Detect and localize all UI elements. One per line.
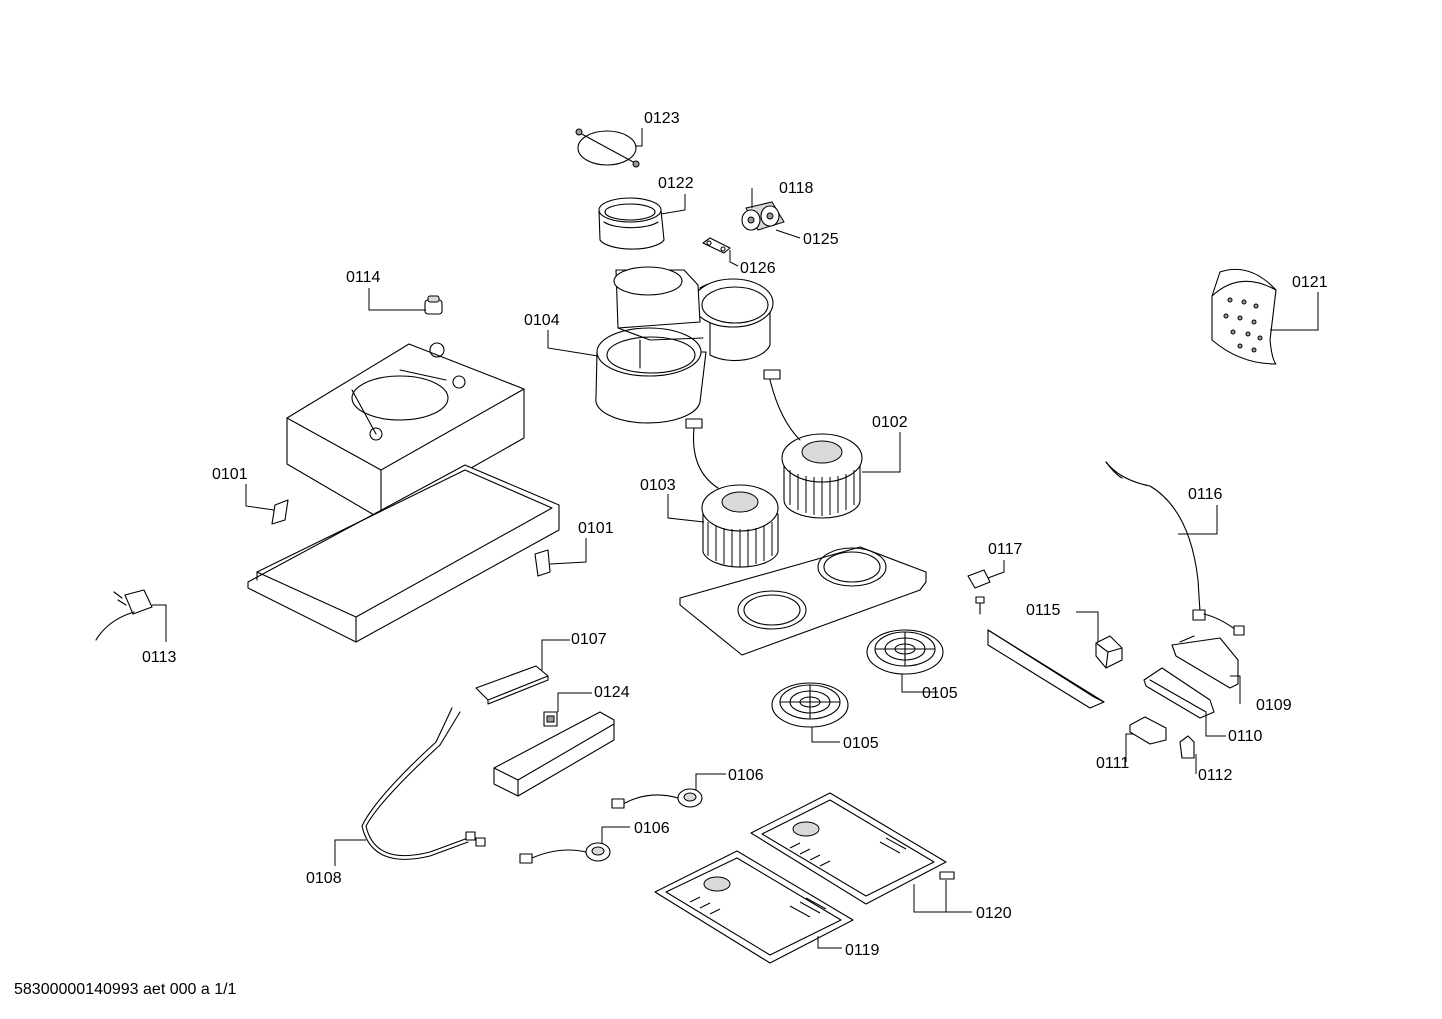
label-0105-lower: 0105 <box>843 735 879 752</box>
part-control-bar <box>987 629 1105 709</box>
part-0101-clip-right <box>534 549 551 577</box>
part-0111-clip <box>1129 716 1167 745</box>
label-0104: 0104 <box>524 312 560 329</box>
part-0120-filter <box>750 792 955 905</box>
part-0112-clip <box>1179 735 1195 759</box>
label-0107: 0107 <box>571 631 607 648</box>
label-0109: 0109 <box>1256 697 1292 714</box>
leader-lines <box>152 128 1319 949</box>
label-0101-right: 0101 <box>578 520 614 537</box>
label-0123: 0123 <box>644 110 680 127</box>
label-0106-upper: 0106 <box>728 767 764 784</box>
part-0124-switch <box>543 711 558 727</box>
label-0116: 0116 <box>1188 486 1223 503</box>
label-0111: 0111 <box>1096 755 1129 772</box>
label-0113: 0113 <box>142 649 177 666</box>
label-0112: 0112 <box>1198 767 1233 784</box>
part-0103-blower <box>685 418 779 568</box>
part-0104-duct <box>595 266 774 424</box>
document-code: 58300000140993 aet 000 a 1/1 <box>14 981 237 998</box>
part-0106-lamp-upper <box>611 788 703 809</box>
part-0108-harness <box>361 707 486 860</box>
part-0119-filter <box>654 850 854 964</box>
part-0110-holder <box>1143 667 1215 719</box>
part-0109-holder <box>1171 635 1239 689</box>
label-0118: 0118 <box>779 180 814 197</box>
part-0114-knob <box>424 295 443 315</box>
label-0119: 0119 <box>845 942 880 959</box>
label-0106-lower: 0106 <box>634 820 670 837</box>
label-0126: 0126 <box>740 260 776 277</box>
part-0105-grille-upper <box>866 629 944 675</box>
part-base-plate <box>679 546 927 656</box>
part-0105-grille-lower <box>771 682 849 728</box>
part-motor-housing <box>286 342 525 520</box>
part-0106-lamp-lower <box>519 842 611 864</box>
label-0115: 0115 <box>1026 602 1061 619</box>
label-0124: 0124 <box>594 684 630 701</box>
label-0101-left: 0101 <box>212 466 248 483</box>
label-0122: 0122 <box>658 175 694 192</box>
label-0117: 0117 <box>988 541 1023 558</box>
part-0126-plate <box>702 237 731 254</box>
part-0115-relay <box>1095 635 1123 669</box>
part-0116-cable <box>1105 461 1245 636</box>
label-0110: 0110 <box>1228 728 1263 745</box>
part-0122-collar <box>598 197 665 250</box>
part-0123-disc <box>575 128 640 168</box>
part-0102-blower <box>763 369 863 519</box>
label-0108: 0108 <box>306 870 342 887</box>
part-labels: 0123 0122 0118 0125 0126 0114 0104 0121 … <box>142 110 1328 959</box>
part-switch-panel <box>493 711 615 797</box>
label-0125: 0125 <box>803 231 839 248</box>
part-0121-screw-bag <box>1211 268 1277 365</box>
part-0118-capacitor <box>741 201 785 231</box>
part-0107-cover <box>475 665 549 705</box>
label-0105-upper: 0105 <box>922 685 958 702</box>
part-0101-clip-left <box>271 499 289 525</box>
label-0120: 0120 <box>976 905 1012 922</box>
label-0114: 0114 <box>346 269 381 286</box>
label-0121: 0121 <box>1292 274 1328 291</box>
part-0113-plug <box>95 589 153 641</box>
label-0102: 0102 <box>872 414 908 431</box>
part-0117-bracket <box>967 569 991 615</box>
label-0103: 0103 <box>640 477 676 494</box>
part-frame-tray <box>247 464 560 643</box>
